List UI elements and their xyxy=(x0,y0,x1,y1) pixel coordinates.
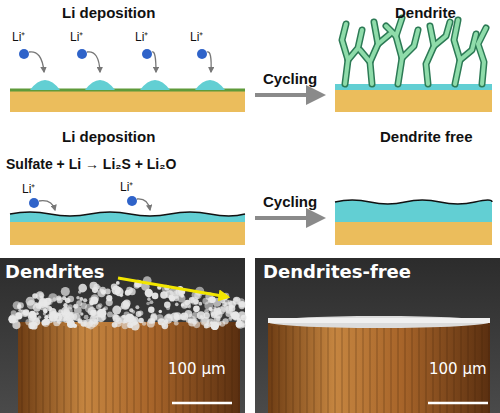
heading-label: Li deposition xyxy=(62,128,155,145)
ion-label: Li⁺ xyxy=(120,178,133,195)
ion-label: Li⁺ xyxy=(190,28,203,45)
heading-label: Li deposition xyxy=(62,4,155,21)
heading-label: Dendrite free xyxy=(380,128,473,145)
photo-panel: Dendrites 100 µm xyxy=(0,258,245,413)
photo-dendrites xyxy=(0,258,246,413)
cycling-arrow xyxy=(255,93,322,97)
dendrite-growth xyxy=(335,18,492,112)
scale-bar-label: 100 µm xyxy=(429,360,487,378)
panel-title: Dendrites-free xyxy=(263,261,411,282)
substrate-sei xyxy=(10,196,245,245)
reaction-equation: Sulfate + Li → Li₂S + Li₂O xyxy=(6,156,176,172)
ion-label: Li⁺ xyxy=(22,180,35,197)
cycling-arrow xyxy=(255,216,322,220)
dendrite-free-layer xyxy=(335,200,492,245)
photo-panel: Dendrites-free 100 µm xyxy=(255,258,500,413)
process-label: Cycling xyxy=(263,193,317,210)
scale-bar-label: 100 µm xyxy=(168,360,226,378)
substrate-nucleation xyxy=(10,49,245,112)
ion-label: Li⁺ xyxy=(135,28,148,45)
ion-label: Li⁺ xyxy=(70,28,83,45)
heading-label: Dendrite xyxy=(395,4,456,21)
ion-label: Li⁺ xyxy=(12,28,25,45)
process-label: Cycling xyxy=(263,70,317,87)
photo-dendrite-free xyxy=(255,258,500,413)
panel-title: Dendrites xyxy=(5,261,104,282)
